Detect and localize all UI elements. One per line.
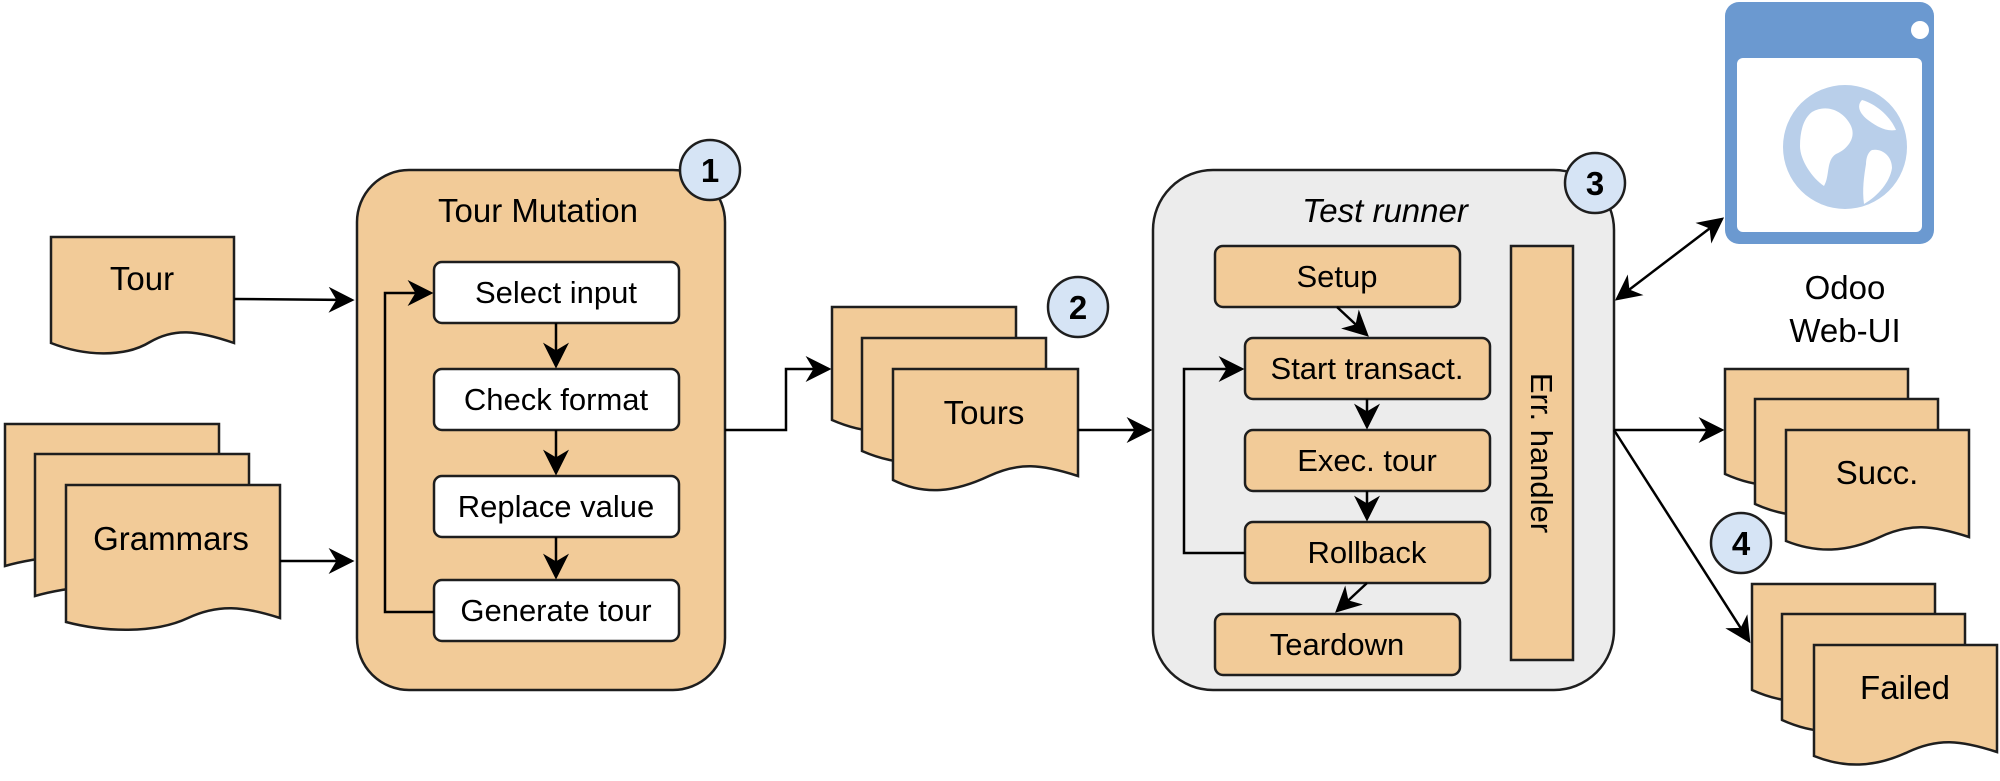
globe-window-icon <box>1725 2 1934 244</box>
tour-mutation-title: Tour Mutation <box>438 192 638 229</box>
badge-1: 1 <box>678 138 742 202</box>
step-start-transaction-label: Start transact. <box>1271 351 1464 386</box>
badge-3-label: 3 <box>1586 165 1604 202</box>
odoo-label-line1: Odoo <box>1805 269 1886 306</box>
success-document-stack: Succ. <box>1723 367 1971 551</box>
step-select-input-label: Select input <box>475 275 637 310</box>
arrow-runner-browser-bidirectional <box>1614 217 1725 301</box>
badge-2-label: 2 <box>1069 289 1087 326</box>
step-setup-label: Setup <box>1296 259 1377 294</box>
grammars-doc-front <box>64 483 282 631</box>
arrow-tour-to-mutation <box>233 286 355 313</box>
step-replace-value: Replace value <box>432 474 681 539</box>
step-check-format-label: Check format <box>464 382 649 417</box>
grammars-label: Grammars <box>93 520 249 557</box>
error-handler-box: Err. handler <box>1509 244 1575 662</box>
failed-document-stack: Failed <box>1750 582 1999 766</box>
badge-4: 4 <box>1709 511 1773 575</box>
tour-label: Tour <box>110 260 174 297</box>
odoo-label-line2: Web-UI <box>1789 312 1900 349</box>
badge-2: 2 <box>1046 275 1110 339</box>
tours-doc-front <box>891 367 1080 492</box>
tour-document-shape <box>49 235 236 355</box>
test-runner-panel: Test runner Setup Start transact. Exec. … <box>1151 151 1627 692</box>
badge-1-label: 1 <box>701 152 719 189</box>
badge-3: 3 <box>1563 151 1627 215</box>
failed-doc-front <box>1812 643 1999 766</box>
tours-label: Tours <box>944 394 1025 431</box>
step-select-input: Select input <box>432 260 681 325</box>
badge-4-label: 4 <box>1732 525 1751 562</box>
test-runner-title: Test runner <box>1302 192 1470 229</box>
grammars-document-stack: Grammars <box>3 422 282 631</box>
arrow-rollback-to-teardown <box>1335 582 1368 613</box>
step-exec-tour: Exec. tour <box>1243 428 1492 493</box>
arrow-setup-to-start <box>1336 306 1369 337</box>
step-generate-tour: Generate tour <box>432 578 681 643</box>
tour-mutation-panel: Tour Mutation Select input Check format … <box>355 138 742 692</box>
success-label: Succ. <box>1836 454 1919 491</box>
tours-document-stack: Tours <box>830 305 1080 492</box>
arrow-runner-to-failed <box>1612 429 1751 644</box>
step-generate-tour-label: Generate tour <box>460 593 651 628</box>
step-teardown-label: Teardown <box>1270 627 1404 662</box>
tour-document: Tour <box>49 235 236 355</box>
step-teardown: Teardown <box>1213 612 1462 677</box>
success-doc-front <box>1784 428 1971 551</box>
failed-label: Failed <box>1860 669 1950 706</box>
step-rollback: Rollback <box>1243 520 1492 585</box>
loop-generate-to-select <box>383 280 434 614</box>
step-setup: Setup <box>1213 244 1462 309</box>
step-replace-value-label: Replace value <box>458 489 654 524</box>
step-check-format: Check format <box>432 367 681 432</box>
arrow-mutation-to-tours <box>725 356 832 432</box>
step-start-transaction: Start transact. <box>1243 336 1492 401</box>
step-exec-tour-label: Exec. tour <box>1297 443 1437 478</box>
error-handler-label: Err. handler <box>1524 373 1559 533</box>
loop-rollback-to-start <box>1182 356 1245 555</box>
step-rollback-label: Rollback <box>1308 535 1427 570</box>
